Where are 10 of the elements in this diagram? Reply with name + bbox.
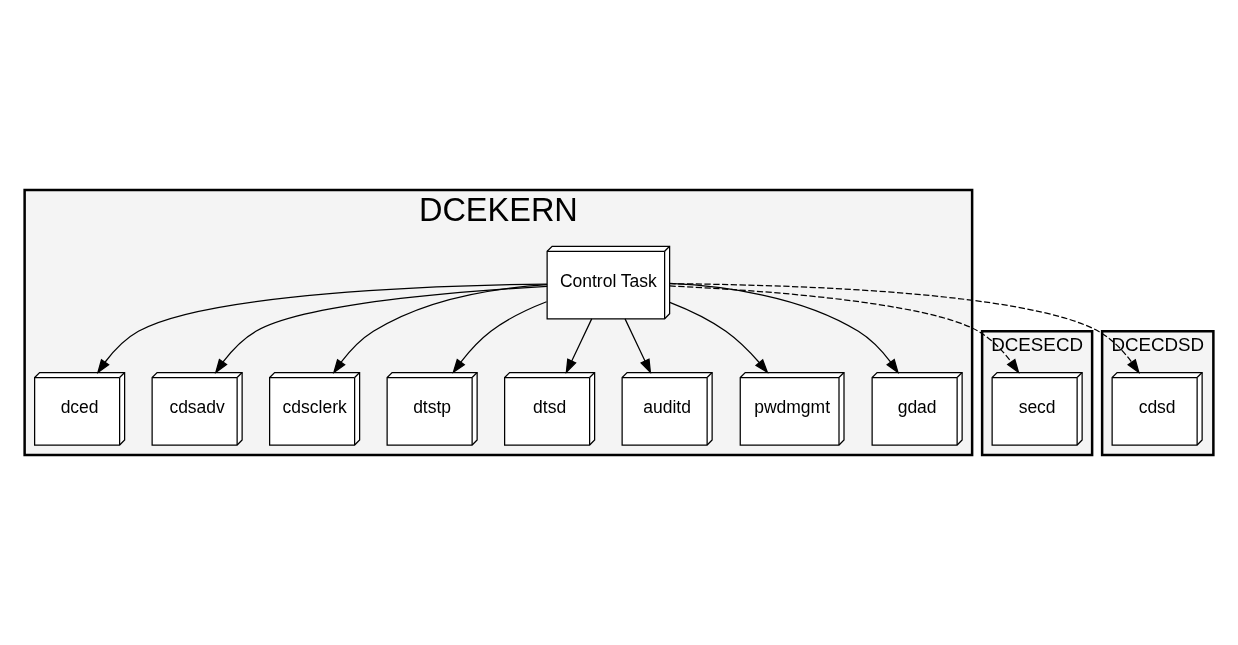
- arrow: [669, 283, 1140, 374]
- arrow: [452, 301, 548, 374]
- arrow: [214, 285, 548, 374]
- arrow: [96, 283, 548, 375]
- arrow: [332, 283, 548, 374]
- arrow: [669, 285, 1020, 374]
- arrow: [669, 301, 769, 374]
- arrow: [669, 282, 900, 374]
- arrow: [565, 318, 593, 374]
- arrow: [624, 318, 652, 374]
